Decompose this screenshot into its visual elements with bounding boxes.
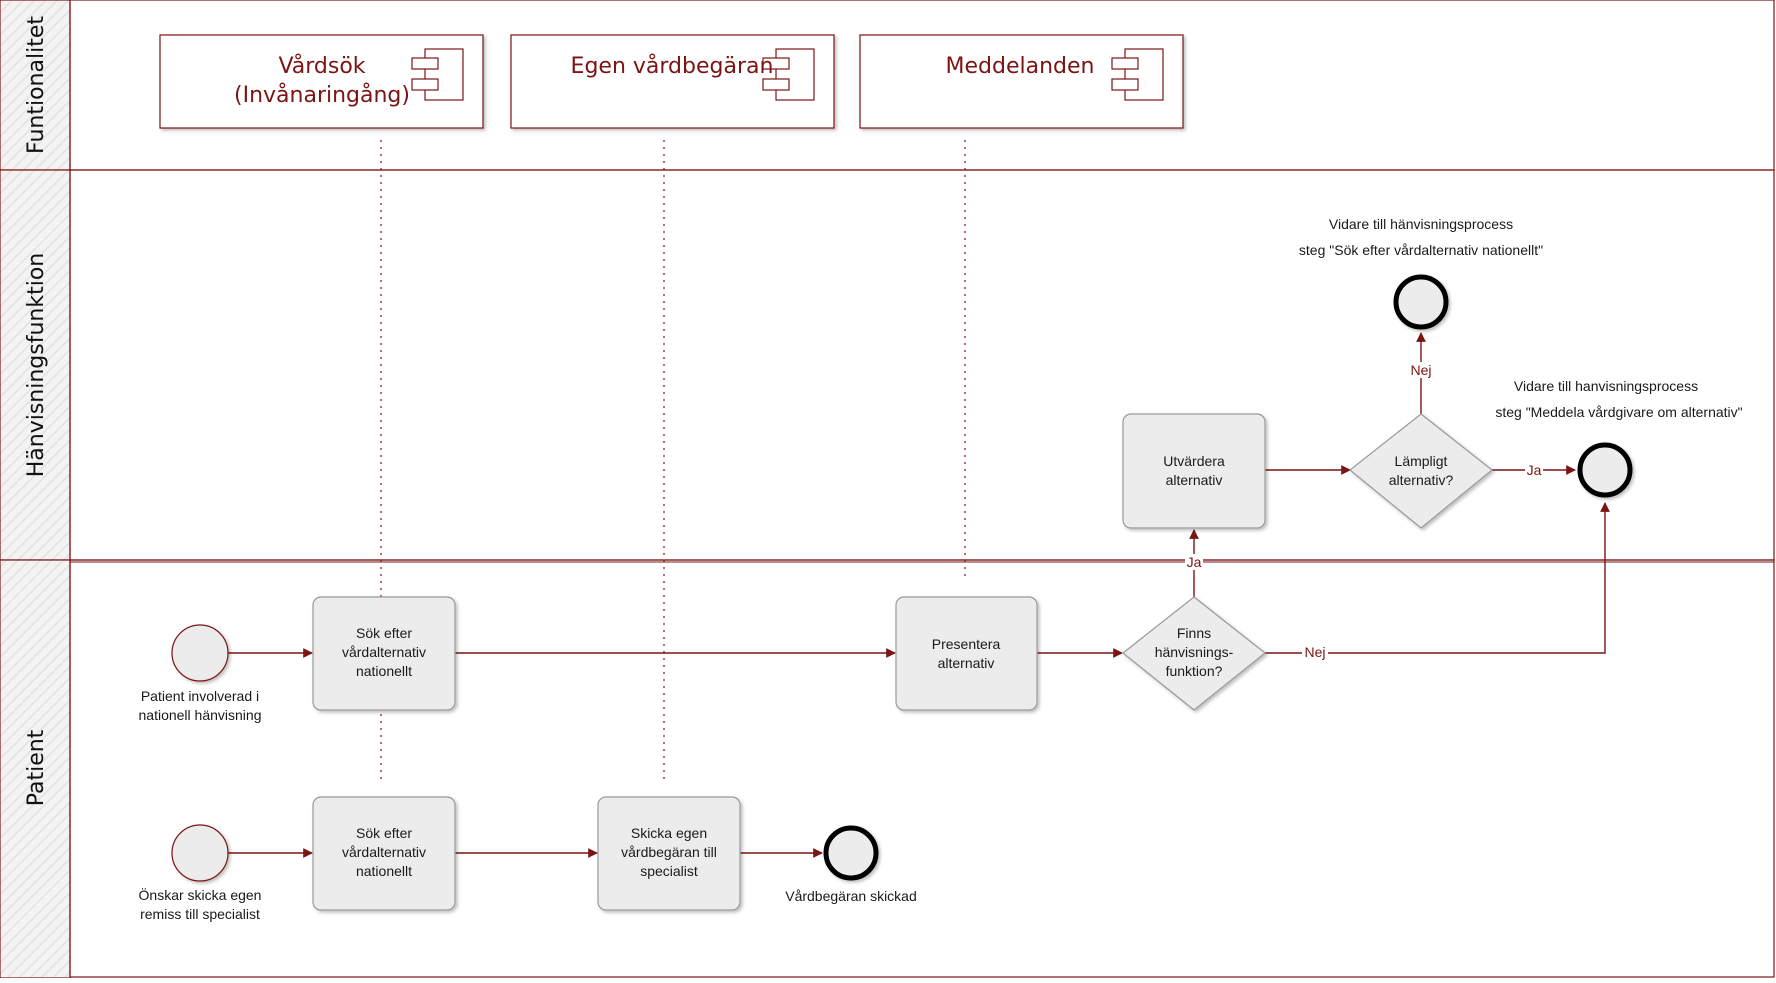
lane-headers: Funtionalitet Hänvisningsfunktion Patien…	[0, 0, 71, 979]
association-lines	[380, 140, 966, 784]
start-event-1[interactable]: Patient involverad i nationell hänvisnin…	[139, 624, 262, 723]
task-skicka-egen-line3: specialist	[640, 863, 698, 879]
component-icon	[1111, 48, 1164, 101]
component-icon	[762, 48, 815, 101]
component-meddelanden[interactable]: Meddelanden	[859, 34, 1184, 129]
lane-label-funktionalitet: Funtionalitet	[24, 16, 49, 154]
task-skicka-egen[interactable]: Skicka egen vårdbegäran till specialist	[597, 796, 741, 911]
gateway-finns-line2: hänvisnings-	[1155, 644, 1234, 660]
end-event-meddela-line2: steg "Meddela vårdgivare om alternativ"	[1495, 404, 1742, 420]
task-utvardera-line1: Utvärdera	[1163, 453, 1225, 469]
component-egen-vardbegaran-label: Egen vårdbegäran	[571, 53, 774, 79]
end-event-skickad-label: Vårdbegäran skickad	[785, 888, 917, 904]
gateway-lampligt[interactable]: Lämpligt alternativ?	[1349, 413, 1493, 529]
edge-label-bg	[1408, 362, 1434, 378]
task-presentera-line1: Presentera	[932, 636, 1001, 652]
task-sok-efter-1-line1: Sök efter	[356, 625, 412, 641]
task-utvardera[interactable]: Utvärdera alternativ	[1122, 413, 1266, 529]
end-event-meddela[interactable]: Vidare till hanvisningsprocess steg "Med…	[1495, 378, 1743, 498]
task-skicka-egen-line1: Skicka egen	[631, 825, 707, 841]
component-vardsok[interactable]: Vårdsök (Invånaringång)	[159, 34, 484, 129]
component-vardsok-line1: Vårdsök	[278, 53, 365, 79]
gateway-finns[interactable]: Finns hänvisnings- funktion?	[1122, 596, 1266, 711]
task-sok-efter-1-line2: vårdalternativ	[342, 644, 426, 660]
task-sok-efter-2-line2: vårdalternativ	[342, 844, 426, 860]
task-sok-efter-1[interactable]: Sök efter vårdalternativ nationellt	[312, 596, 456, 711]
task-sok-efter-2[interactable]: Sök efter vårdalternativ nationellt	[312, 796, 456, 911]
edge-label-bg	[1185, 554, 1203, 570]
lane-label-hanvisningsfunktion: Hänvisningsfunktion	[24, 253, 49, 478]
component-icon	[411, 48, 464, 101]
start-event-1-line2: nationell hänvisning	[139, 707, 262, 723]
component-meddelanden-label: Meddelanden	[946, 54, 1095, 79]
task-sok-efter-1-line3: nationellt	[356, 663, 412, 679]
lane-body-patient	[69, 559, 1775, 978]
task-sok-efter-2-line3: nationellt	[356, 863, 412, 879]
lane-body-hanvisningsfunktion	[69, 169, 1775, 561]
sequence-flows	[228, 332, 1610, 858]
edge-label-nej-right: Nej	[1304, 644, 1325, 660]
task-presentera-line2: alternativ	[938, 655, 995, 671]
lane-bodies	[69, 0, 1775, 978]
start-event-1-line1: Patient involverad i	[141, 688, 259, 704]
end-event-sok-line1: Vidare till hänvisningsprocess	[1329, 216, 1513, 232]
gateway-lampligt-line1: Lämpligt	[1395, 453, 1448, 469]
edge-label-ja-up: Ja	[1187, 554, 1202, 570]
task-utvardera-line2: alternativ	[1166, 472, 1223, 488]
gateway-finns-line3: funktion?	[1166, 663, 1223, 679]
lane-label-patient: Patient	[24, 729, 49, 806]
component-vardsok-line2: (Invånaringång)	[234, 82, 410, 108]
edge-labels: Ja Nej Nej Ja	[1185, 362, 1543, 660]
lane-header-hanvisningsfunktion	[0, 169, 71, 561]
edge-label-bg	[1525, 462, 1543, 478]
end-event-meddela-line1: Vidare till hanvisningsprocess	[1514, 378, 1698, 394]
lane-header-patient	[0, 559, 71, 979]
flow-finns-to-end-meddela	[1265, 502, 1610, 654]
edge-label-nej-up: Nej	[1410, 362, 1431, 378]
start-event-2-line1: Önskar skicka egen	[139, 886, 262, 903]
edge-label-bg	[1302, 644, 1328, 660]
end-event-sok-line2: steg "Sök efter vårdalternativ nationell…	[1299, 242, 1543, 258]
end-event-skickad[interactable]: Vårdbegäran skickad	[785, 825, 917, 904]
task-presentera[interactable]: Presentera alternativ	[895, 596, 1038, 711]
start-event-2[interactable]: Önskar skicka egen remiss till specialis…	[139, 824, 262, 922]
gateway-finns-line1: Finns	[1177, 625, 1211, 641]
task-skicka-egen-line2: vårdbegäran till	[621, 844, 717, 860]
component-egen-vardbegaran[interactable]: Egen vårdbegäran	[510, 34, 835, 129]
edge-label-ja-right: Ja	[1527, 462, 1542, 478]
gateway-lampligt-line2: alternativ?	[1389, 472, 1454, 488]
task-sok-efter-2-line1: Sök efter	[356, 825, 412, 841]
end-event-sok[interactable]: Vidare till hänvisningsprocess steg "Sök…	[1299, 216, 1543, 330]
start-event-2-line2: remiss till specialist	[140, 906, 260, 922]
